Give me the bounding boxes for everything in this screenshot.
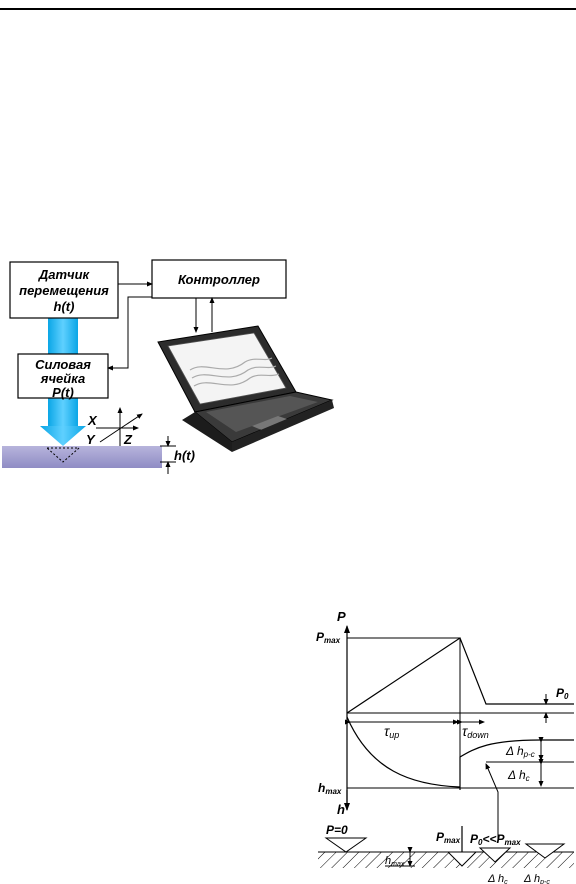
beam-upper bbox=[48, 318, 78, 354]
indenter-stage1 bbox=[324, 837, 368, 853]
pmax-label: Pmax bbox=[316, 630, 341, 645]
dh-c-label: Δ hc bbox=[507, 768, 530, 783]
loadcell-line2: ячейка bbox=[40, 371, 85, 386]
laptop-icon bbox=[157, 325, 334, 452]
load-curve bbox=[346, 637, 574, 714]
indenter-stage3 bbox=[478, 847, 512, 863]
loadcell-box bbox=[17, 353, 109, 399]
h-axis-label: h bbox=[337, 802, 345, 817]
sensor-line3: h(t) bbox=[54, 299, 75, 314]
sensor-line2: перемещения bbox=[19, 283, 109, 298]
controller-label: Контроллер bbox=[178, 272, 260, 287]
p0-label: P0 bbox=[556, 686, 569, 701]
stage2-label: Pmax bbox=[436, 830, 461, 845]
hatched-sample bbox=[318, 852, 574, 868]
hmax-label: hmax bbox=[318, 781, 342, 796]
sensor-box bbox=[9, 261, 119, 319]
controller-box bbox=[151, 259, 287, 299]
depth-curve bbox=[346, 716, 574, 790]
stage-hmax-label: hmax bbox=[385, 855, 405, 868]
load-depth-plot: P Pmax P0 τup τdown Δ hp-c Δ hc hmax h bbox=[316, 609, 574, 842]
tau-up-label: τup bbox=[384, 723, 399, 740]
stage-dhpc-label: Δ hp-c bbox=[523, 873, 550, 884]
loadcell-line3: P(t) bbox=[52, 385, 74, 400]
stage-pointer bbox=[485, 763, 499, 842]
xyz-axes: X Y Z bbox=[86, 407, 143, 447]
indentation-stages: P=0 Pmax P0<<Pmax hmax Δ hc Δ hp-c bbox=[318, 823, 574, 884]
top-rule bbox=[0, 8, 576, 10]
controller-to-loadcell bbox=[107, 296, 152, 371]
indenter-stage2 bbox=[446, 851, 478, 867]
axis-y: Y bbox=[86, 432, 96, 447]
setup-schematic: Датчик перемещения h(t) Контроллер Силов… bbox=[2, 259, 334, 474]
tau-down-label: τdown bbox=[462, 723, 489, 740]
sensor-line1: Датчик bbox=[38, 267, 91, 282]
depth-marker: h(t) bbox=[160, 436, 195, 474]
depth-label: h(t) bbox=[174, 448, 195, 463]
axis-z: Z bbox=[123, 432, 133, 447]
loadcell-line1: Силовая bbox=[35, 357, 91, 372]
indenter-tip bbox=[45, 447, 81, 463]
stage-dhc-label: Δ hc bbox=[487, 873, 508, 884]
stage3-label: P0<<Pmax bbox=[470, 832, 521, 847]
indenter-stage4 bbox=[524, 843, 566, 859]
sample-surface bbox=[2, 446, 162, 468]
beam-arrowhead bbox=[40, 426, 86, 446]
beam-lower bbox=[48, 398, 78, 426]
axis-x: X bbox=[87, 413, 98, 428]
dh-pc-label: Δ hp-c bbox=[505, 744, 535, 759]
stage1-label: P=0 bbox=[326, 823, 348, 837]
p-axis-label: P bbox=[337, 609, 346, 624]
